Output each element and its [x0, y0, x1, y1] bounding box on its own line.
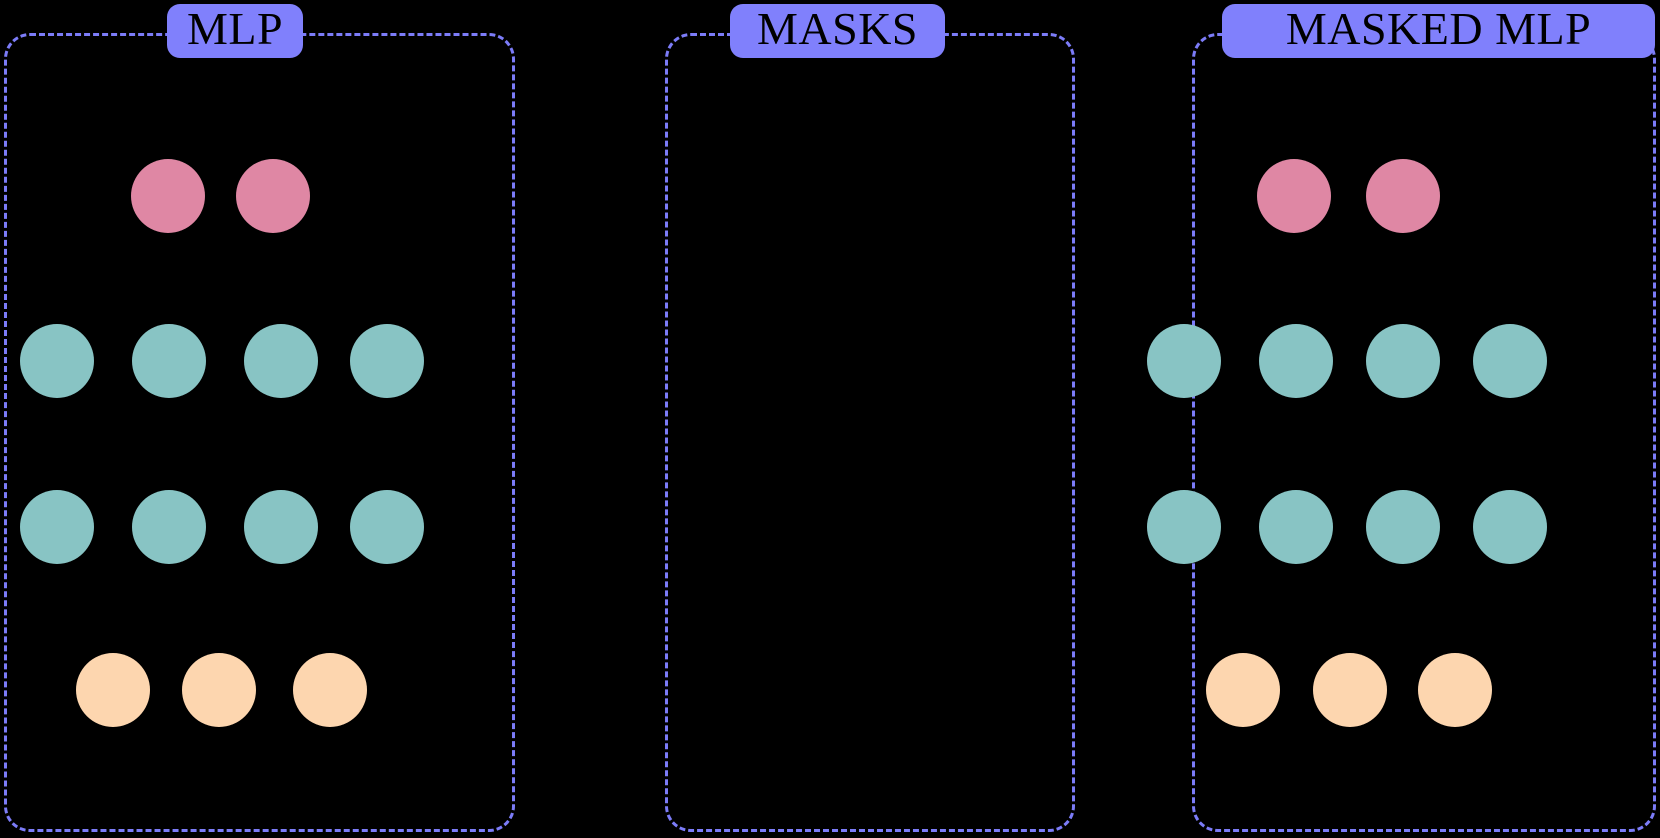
panel-label-mlp: MLP [167, 4, 303, 58]
neuron-node [1366, 324, 1440, 398]
neuron-node [182, 653, 256, 727]
neuron-node [132, 490, 206, 564]
neuron-node [244, 490, 318, 564]
neuron-node [1147, 490, 1221, 564]
neuron-node [1259, 324, 1333, 398]
panel-label-masked-mlp: MASKED MLP [1222, 4, 1655, 58]
neuron-node [1259, 490, 1333, 564]
neuron-node [293, 653, 367, 727]
neuron-node [1366, 490, 1440, 564]
panel-mlp [4, 33, 515, 832]
neuron-node [1147, 324, 1221, 398]
neuron-node [1473, 324, 1547, 398]
panel-masks [665, 33, 1075, 832]
neuron-node [131, 159, 205, 233]
neuron-node [76, 653, 150, 727]
neuron-node [350, 324, 424, 398]
neuron-node [20, 324, 94, 398]
neuron-node [1313, 653, 1387, 727]
neuron-node [1418, 653, 1492, 727]
neuron-node [1257, 159, 1331, 233]
panel-label-masks: MASKS [730, 4, 945, 58]
neuron-node [244, 324, 318, 398]
neuron-node [20, 490, 94, 564]
neuron-node [1473, 490, 1547, 564]
neuron-node [236, 159, 310, 233]
neuron-node [350, 490, 424, 564]
neuron-node [132, 324, 206, 398]
neuron-node [1206, 653, 1280, 727]
neuron-node [1366, 159, 1440, 233]
